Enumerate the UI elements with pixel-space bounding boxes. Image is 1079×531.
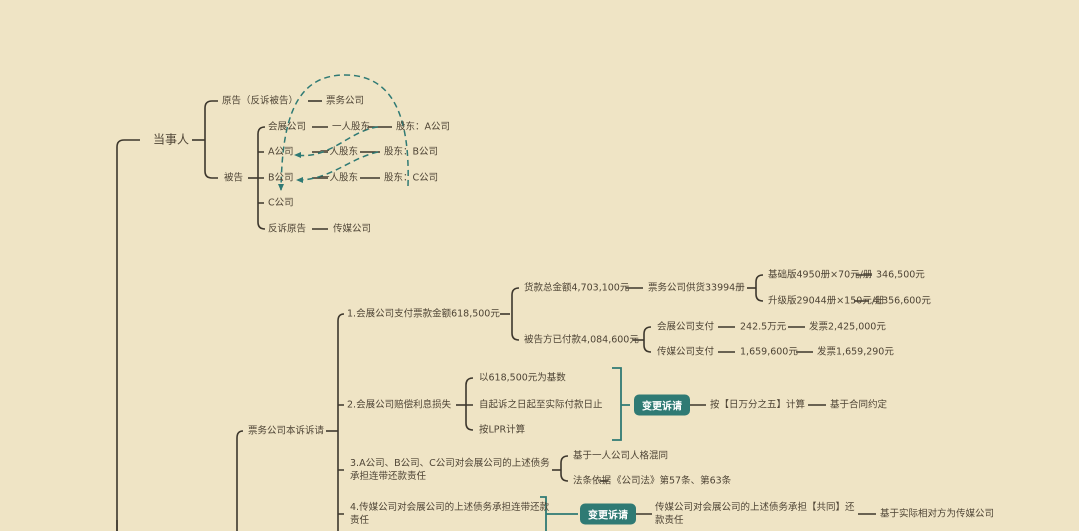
pay2-node[interactable]: 传媒公司支付: [657, 346, 715, 358]
pay1-node[interactable]: 会展公司支付: [657, 321, 715, 333]
claim-1[interactable]: 1.会展公司支付票款金额618,500元: [347, 308, 500, 320]
upgrade-sum[interactable]: 4,356,600元: [873, 295, 931, 307]
defendant-item[interactable]: 反诉原告: [268, 223, 307, 235]
claim-3-reason[interactable]: 基于一人公司人格混同: [573, 450, 669, 462]
change-claim-button[interactable]: 变更诉请: [634, 394, 690, 416]
plaintiff-node[interactable]: 原告（反诉被告）: [222, 95, 299, 107]
claim-2-basis[interactable]: 基于合同约定: [830, 399, 888, 411]
claim-2-item[interactable]: 按LPR计算: [479, 424, 526, 436]
upgrade-node[interactable]: 升级版29044册×150元/册: [768, 295, 885, 307]
shareholder-node[interactable]: 一人股东: [332, 121, 371, 133]
plaintiff-party[interactable]: 票务公司: [326, 95, 365, 107]
basic-node[interactable]: 基础版4950册×70元/册: [768, 269, 873, 281]
holder-node[interactable]: 股东：A公司: [396, 121, 450, 133]
claim-4-new[interactable]: 传媒公司对会展公司的上述债务承担【共同】还款责任: [655, 502, 855, 526]
basic-sum[interactable]: 346,500元: [876, 269, 925, 281]
defendant-item[interactable]: 会展公司: [268, 121, 307, 133]
pay1-amount[interactable]: 242.5万元: [740, 321, 787, 333]
claim-2-item[interactable]: 自起诉之日起至实际付款日止: [479, 399, 603, 411]
claim-3-law[interactable]: 法条依据: [573, 475, 612, 487]
supply-node[interactable]: 票务公司供货33994册: [648, 282, 745, 294]
defendant-node[interactable]: 被告: [224, 172, 244, 184]
claim-3[interactable]: 3.A公司、B公司、C公司对会展公司的上述债务承担连带还款责任: [350, 458, 550, 482]
defendant-item[interactable]: B公司: [268, 172, 294, 184]
claim-4-basis[interactable]: 基于实际相对方为传媒公司: [880, 508, 995, 520]
pay1-invoice[interactable]: 发票2,425,000元: [809, 321, 886, 333]
claim-2-item[interactable]: 以618,500元为基数: [479, 372, 566, 384]
holder-node[interactable]: 股东：C公司: [384, 172, 439, 184]
change-claim-button[interactable]: 变更诉请: [580, 503, 636, 525]
holder-node[interactable]: 股东：B公司: [384, 146, 439, 158]
claim-2-new[interactable]: 按【日万分之五】计算: [710, 399, 806, 411]
counterclaim-party[interactable]: 传媒公司: [333, 223, 372, 235]
claim-4[interactable]: 4.传媒公司对会展公司的上述债务承担连带还款责任: [350, 502, 550, 526]
defendant-item[interactable]: C公司: [268, 197, 294, 209]
paid-node[interactable]: 被告方已付款4,084,600元: [524, 334, 639, 346]
claim-2[interactable]: 2.会展公司赔偿利息损失: [347, 399, 452, 411]
claim-3-law-text[interactable]: 《公司法》第57条、第63条: [612, 475, 732, 487]
defendant-item[interactable]: A公司: [268, 146, 294, 158]
pay2-invoice[interactable]: 发票1,659,290元: [817, 346, 894, 358]
shareholder-node[interactable]: 一人股东: [320, 172, 359, 184]
total-node[interactable]: 货款总金额4,703,100元: [524, 282, 630, 294]
pay2-amount[interactable]: 1,659,600元: [740, 346, 798, 358]
shareholder-node[interactable]: 一人股东: [320, 146, 359, 158]
claims-node[interactable]: 票务公司本诉诉请: [248, 425, 325, 437]
root-node[interactable]: 当事人: [153, 132, 190, 147]
